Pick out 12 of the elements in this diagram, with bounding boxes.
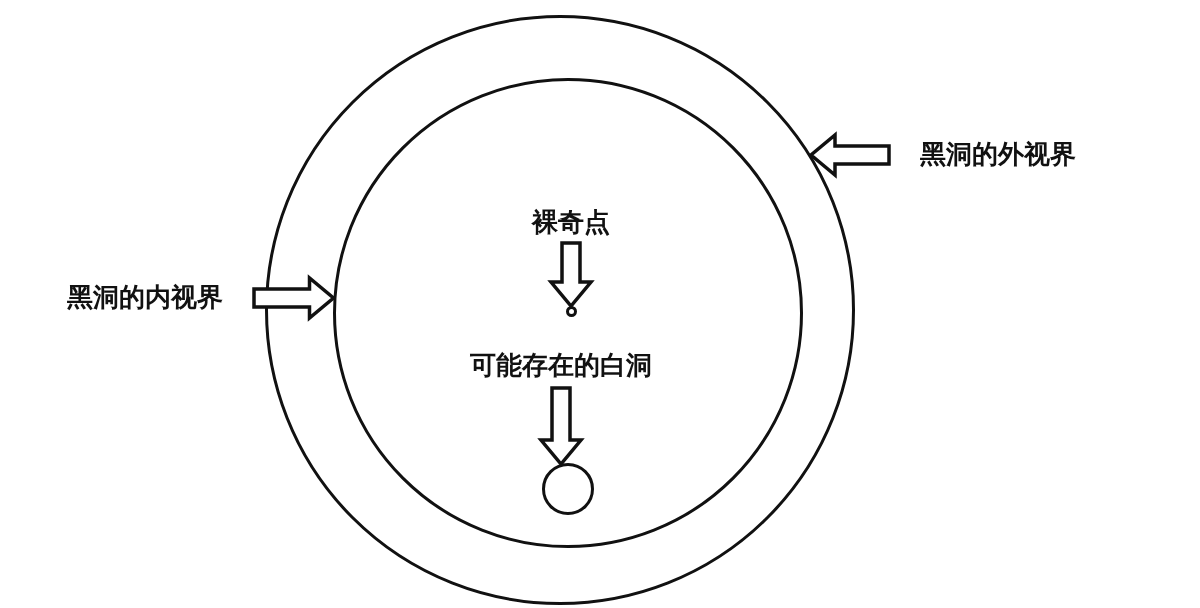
large-circle [265, 15, 855, 605]
node-label: 黑洞的外视界 [893, 137, 1103, 173]
arrow [808, 131, 891, 179]
arrow [252, 274, 337, 322]
small-circle [542, 463, 594, 515]
dot [566, 306, 577, 317]
arrow [547, 241, 595, 309]
node-label: 可能存在的白洞 [431, 348, 691, 384]
node-label: 黑洞的内视界 [40, 280, 250, 316]
node-label: 裸奇点 [521, 205, 621, 239]
arrow [537, 386, 585, 467]
inner-circle [333, 78, 803, 548]
